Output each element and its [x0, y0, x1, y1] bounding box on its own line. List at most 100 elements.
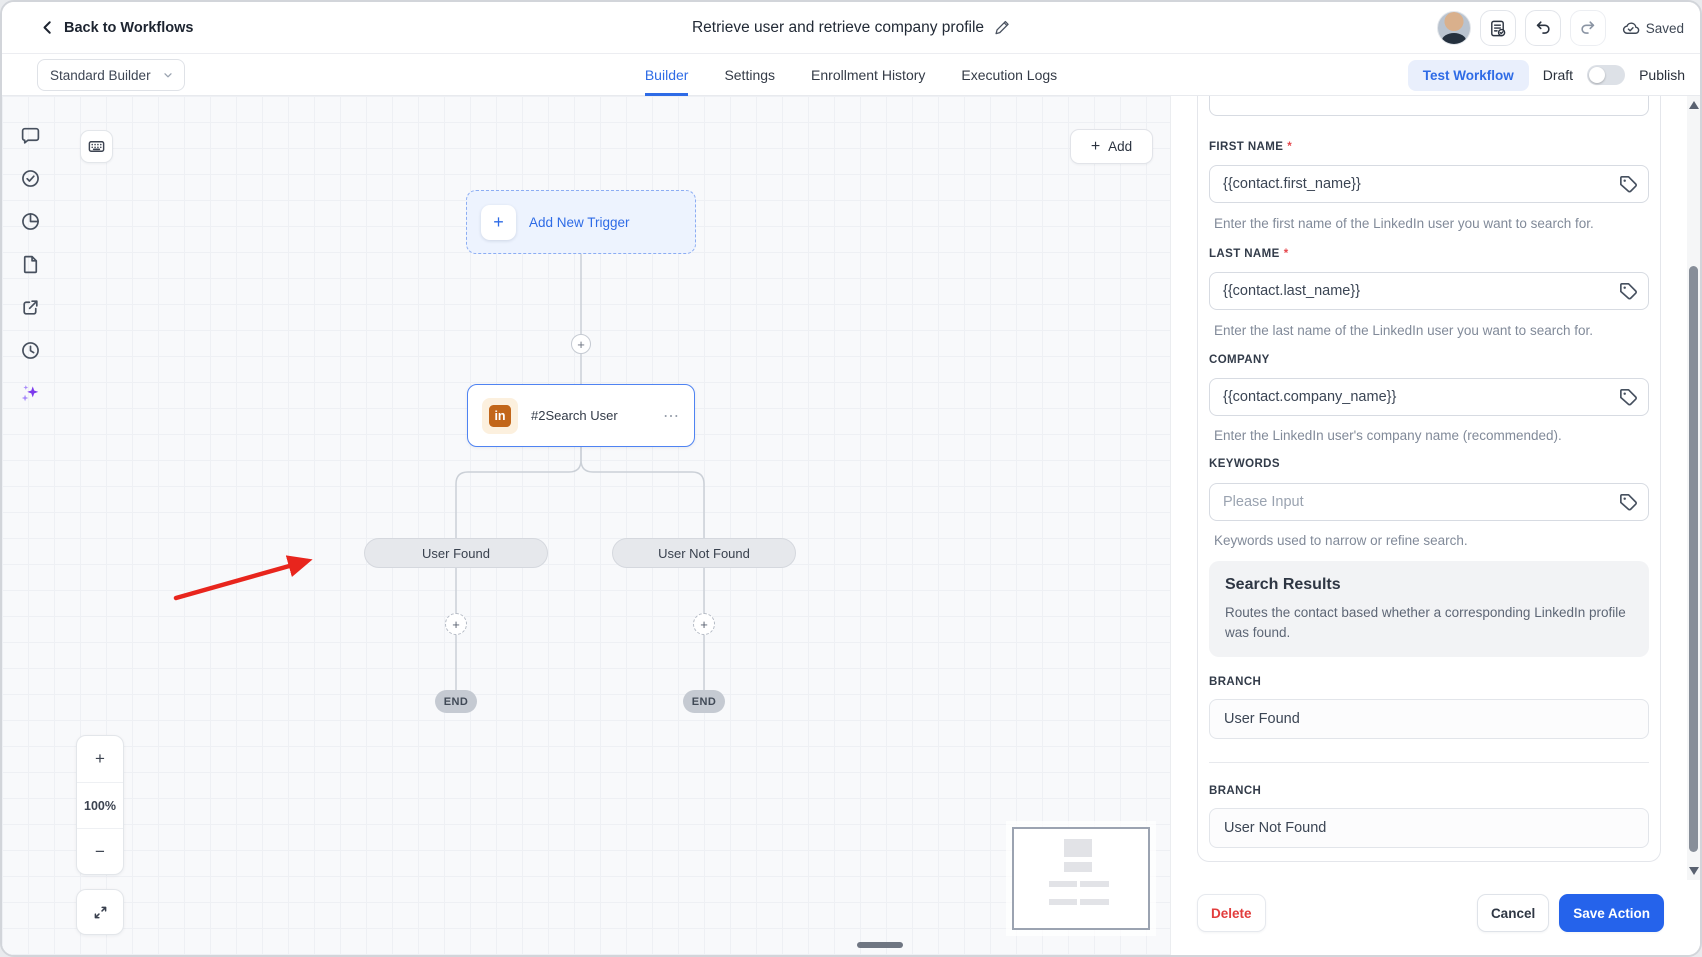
field-label-company: COMPANY	[1209, 354, 1270, 366]
pie-chart-icon[interactable]	[18, 209, 42, 233]
node-menu-button[interactable]: ⋯	[663, 407, 680, 425]
branch-user-found-pill[interactable]: User Found	[364, 538, 548, 568]
action-config-card	[1197, 96, 1661, 862]
required-asterisk: *	[1287, 141, 1293, 153]
branch-value-user-not-found[interactable]: User Not Found	[1209, 808, 1649, 848]
tab-settings[interactable]: Settings	[724, 67, 776, 83]
test-workflow-button[interactable]: Test Workflow	[1407, 59, 1529, 91]
field-label-first-name: FIRST NAME*	[1209, 141, 1293, 153]
end-node: END	[435, 690, 477, 713]
scroll-down-arrow[interactable]	[1689, 867, 1699, 875]
zoom-level: 100%	[77, 782, 123, 828]
plus-icon: +	[700, 616, 708, 632]
left-rail	[2, 96, 58, 955]
edit-title-icon[interactable]	[994, 20, 1010, 36]
redo-button[interactable]	[1569, 10, 1606, 46]
file-icon[interactable]	[18, 252, 42, 276]
plus-icon: +	[452, 616, 460, 632]
panel-scrollbar[interactable]	[1687, 96, 1700, 880]
publish-toggle[interactable]	[1587, 65, 1626, 85]
annotation-arrow	[173, 555, 313, 601]
cancel-button[interactable]: Cancel	[1476, 894, 1550, 932]
zoom-in-button[interactable]: +	[95, 749, 105, 768]
toolbar: Standard Builder Builder Settings Enroll…	[2, 54, 1700, 96]
merge-tag-icon[interactable]	[1617, 280, 1639, 302]
insert-step-button[interactable]: +	[571, 334, 591, 354]
keyboard-icon	[87, 137, 106, 156]
action-name-input-cutoff[interactable]	[1209, 96, 1649, 116]
zoom-controls: + 100% −	[76, 735, 124, 875]
keywords-input[interactable]	[1209, 483, 1649, 521]
field-label-keywords: KEYWORDS	[1209, 458, 1280, 470]
tab-enrollment-history[interactable]: Enrollment History	[811, 67, 926, 83]
insert-step-button[interactable]: +	[693, 613, 715, 635]
redo-icon	[1579, 19, 1597, 37]
search-user-action-node[interactable]: in #2Search User ⋯	[467, 384, 695, 447]
required-asterisk: *	[1283, 248, 1289, 260]
document-check-icon	[1488, 19, 1507, 38]
plus-icon: +	[481, 204, 516, 240]
history-icon[interactable]	[18, 338, 42, 362]
builder-mode-value: Standard Builder	[50, 67, 151, 83]
check-circle-icon[interactable]	[18, 166, 42, 190]
trigger-label: Add New Trigger	[529, 214, 630, 230]
section-title: Search Results	[1225, 576, 1341, 593]
field-helper: Keywords used to narrow or refine search…	[1214, 533, 1468, 548]
workflow-title: Retrieve user and retrieve company profi…	[691, 19, 985, 36]
field-helper: Enter the last name of the LinkedIn user…	[1214, 323, 1593, 338]
merge-tag-icon[interactable]	[1617, 173, 1639, 195]
external-link-icon[interactable]	[18, 295, 42, 319]
end-node: END	[683, 690, 725, 713]
branch-value-user-found[interactable]: User Found	[1209, 699, 1649, 739]
delete-button[interactable]: Delete	[1197, 894, 1266, 932]
undo-icon	[1534, 19, 1552, 37]
canvas[interactable]: + Add + Add New Trigger	[2, 96, 1170, 955]
tab-bar: Builder Settings Enrollment History Exec…	[2, 54, 1700, 96]
draft-label: Draft	[1542, 67, 1574, 83]
insert-step-button[interactable]: +	[445, 613, 467, 635]
add-node-button[interactable]: + Add	[1070, 129, 1153, 164]
field-label-last-name: LAST NAME*	[1209, 248, 1289, 260]
tab-execution-logs[interactable]: Execution Logs	[961, 67, 1058, 83]
publish-label: Publish	[1639, 67, 1685, 83]
builder-mode-select[interactable]: Standard Builder	[37, 59, 185, 91]
zoom-out-button[interactable]: −	[77, 828, 123, 874]
plus-icon: +	[1090, 137, 1101, 155]
keyboard-shortcuts-button[interactable]	[80, 130, 113, 163]
field-helper: Enter the first name of the LinkedIn use…	[1214, 216, 1594, 231]
divider	[1209, 762, 1649, 763]
add-new-trigger-node[interactable]: + Add New Trigger	[466, 190, 696, 254]
undo-button[interactable]	[1524, 10, 1561, 46]
add-label: Add	[1108, 139, 1133, 154]
scroll-up-arrow[interactable]	[1689, 101, 1699, 109]
section-description: Routes the contact based whether a corre…	[1225, 605, 1626, 640]
back-chevron-icon	[40, 20, 55, 35]
tab-builder[interactable]: Builder	[644, 54, 689, 96]
back-to-workflows-button[interactable]: Back to Workflows	[40, 20, 193, 36]
linkedin-icon: in	[482, 397, 518, 434]
workflow-notes-button[interactable]	[1479, 10, 1516, 46]
action-config-panel: FIRST NAME* Enter the first name of the …	[1170, 96, 1700, 955]
merge-tag-icon[interactable]	[1617, 491, 1639, 513]
first-name-input[interactable]	[1209, 165, 1649, 203]
branch-label: BRANCH	[1209, 676, 1262, 688]
last-name-input[interactable]	[1209, 272, 1649, 310]
horizontal-scrollbar-thumb[interactable]	[857, 942, 903, 948]
scrollbar-thumb[interactable]	[1689, 266, 1698, 852]
action-node-label: #2Search User	[531, 408, 618, 423]
fit-view-button[interactable]	[76, 889, 124, 935]
back-label: Back to Workflows	[64, 19, 194, 36]
minimap[interactable]	[1012, 827, 1150, 930]
ai-sparkles-icon[interactable]	[18, 381, 42, 405]
user-avatar[interactable]	[1436, 11, 1471, 45]
merge-tag-icon[interactable]	[1617, 386, 1639, 408]
comments-icon[interactable]	[18, 123, 42, 147]
company-input[interactable]	[1209, 378, 1649, 416]
saved-label: Saved	[1645, 20, 1684, 36]
save-action-button[interactable]: Save Action	[1559, 894, 1664, 932]
field-helper: Enter the LinkedIn user's company name (…	[1214, 428, 1562, 443]
header-actions: Saved	[1436, 10, 1684, 46]
branch-user-not-found-pill[interactable]: User Not Found	[612, 538, 796, 568]
panel-footer: Delete Cancel Save Action	[1197, 894, 1664, 932]
